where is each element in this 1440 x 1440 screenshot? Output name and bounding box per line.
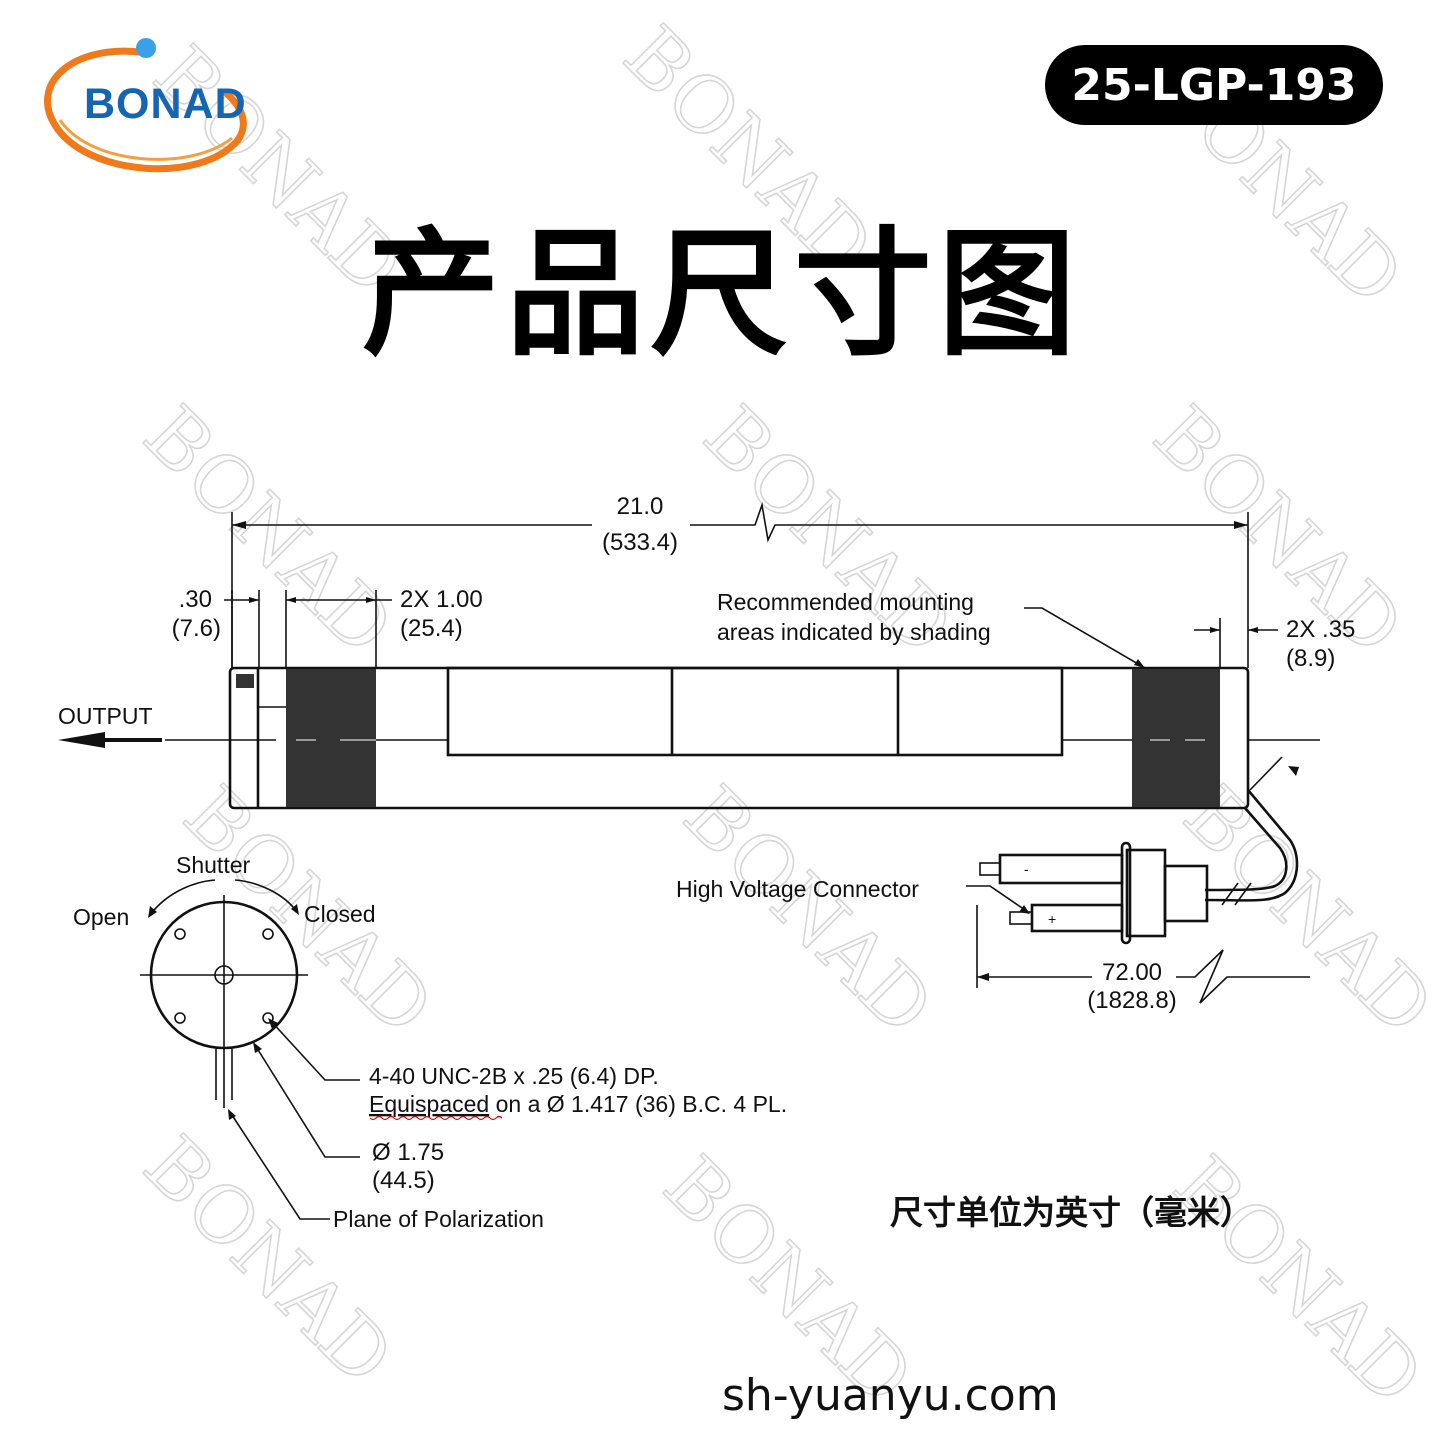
mount-width-mm: (25.4) (400, 615, 463, 642)
logo-dot-icon (136, 38, 156, 58)
logo-text: BONAD (84, 80, 247, 128)
mounting-area-left (286, 669, 376, 807)
cable-length-dimension: 72.00 (1828.8) (976, 756, 1310, 1014)
end-view: Shutter Open Closed 4-40 UNC-2B x .25 (6… (73, 852, 787, 1232)
website-url: sh-yuanyu.com (722, 1370, 1059, 1421)
pin-minus-label: - (1024, 861, 1029, 877)
right-dimensions: 2X .35 (8.9) Recommended mounting areas … (717, 589, 1355, 672)
thread-spec-line2: Equispaced on a Ø 1.417 (36) B.C. 4 PL. (369, 1091, 787, 1117)
open-label: Open (73, 904, 129, 930)
watermark: BONAD (127, 390, 410, 673)
mounting-area-right (1132, 669, 1220, 807)
diameter-mm: (44.5) (372, 1167, 435, 1194)
watermark: BONAD (667, 770, 950, 1053)
end-offset-mm: (7.6) (172, 615, 221, 642)
model-badge: 25-LGP-193 (1045, 45, 1383, 125)
mount-width-in: 2X 1.00 (400, 586, 483, 613)
output-indicator: OUTPUT (58, 703, 162, 748)
right-offset-in: 2X .35 (1286, 616, 1355, 643)
overall-length-mm: (533.4) (602, 529, 678, 556)
closed-label: Closed (304, 901, 376, 927)
end-offset-in: .30 (179, 586, 212, 613)
watermark: BONAD (127, 1120, 410, 1403)
mounting-note-line1: Recommended mounting (717, 589, 974, 615)
output-arrow-icon (58, 732, 105, 748)
bonad-logo: BONAD (44, 38, 247, 173)
open-arrow-icon (148, 906, 157, 918)
high-voltage-cable: - + High Voltage Connector (676, 789, 1299, 945)
mount-hole (262, 928, 274, 940)
cable-length-mm: (1828.8) (1087, 987, 1176, 1014)
shutter-label: Shutter (176, 852, 250, 878)
units-note: 尺寸单位为英寸（毫米） (890, 1193, 1253, 1232)
pin-plus-label: + (1048, 911, 1056, 927)
output-label: OUTPUT (58, 703, 153, 729)
closed-arrow-icon (291, 904, 299, 915)
hv-connector-label: High Voltage Connector (676, 876, 919, 902)
mount-hole (174, 1012, 186, 1024)
mount-hole (174, 928, 186, 940)
laser-tube-body (165, 666, 1320, 810)
cable-length-in: 72.00 (1102, 959, 1162, 986)
thread-spec-line1: 4-40 UNC-2B x .25 (6.4) DP. (369, 1063, 659, 1089)
end-dimensions: .30 (7.6) 2X 1.00 (25.4) (172, 586, 483, 668)
watermark: BONAD (1157, 1140, 1440, 1423)
overall-length-in: 21.0 (617, 493, 664, 520)
right-offset-mm: (8.9) (1286, 645, 1335, 672)
diameter-in: Ø 1.75 (372, 1139, 444, 1166)
page-title: 产品尺寸图 (362, 214, 1082, 375)
model-number: 25-LGP-193 (1071, 60, 1356, 111)
mounting-note-line2: areas indicated by shading (717, 619, 991, 645)
polarization-label: Plane of Polarization (333, 1206, 544, 1232)
mount-hole (262, 1012, 274, 1024)
